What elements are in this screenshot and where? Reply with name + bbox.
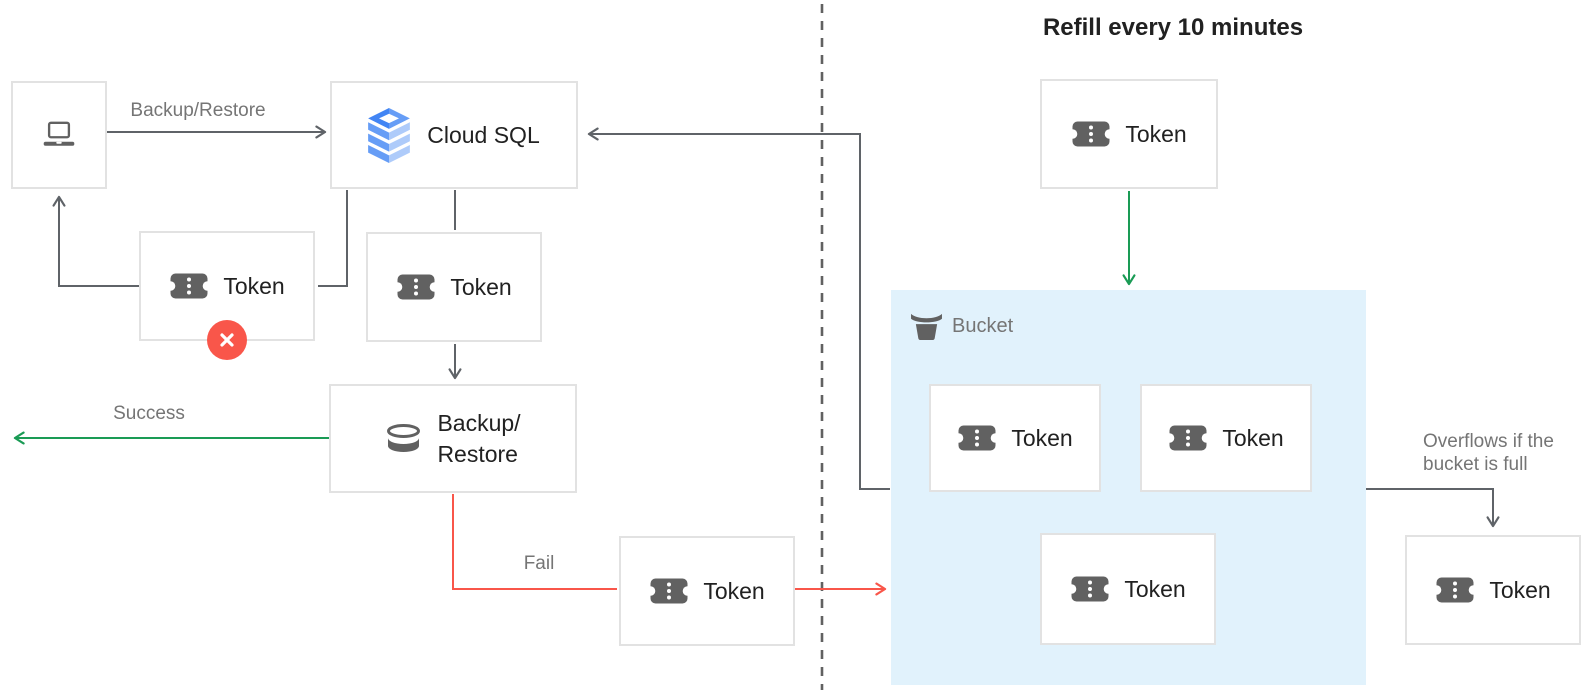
token-label: Token bbox=[1011, 424, 1073, 451]
bucket-icon bbox=[911, 313, 942, 341]
token-icon bbox=[396, 271, 436, 303]
token-label: Token bbox=[703, 577, 765, 604]
arrow-failed-token-to-client bbox=[52, 195, 139, 287]
token-icon bbox=[1168, 422, 1208, 454]
arrow-bucket-to-cloudsql bbox=[587, 127, 890, 490]
database-icon bbox=[387, 423, 421, 452]
token-box-bucket-3: Token bbox=[1040, 533, 1216, 645]
token-icon bbox=[169, 270, 209, 302]
token-box-fail-output: Token bbox=[619, 536, 795, 646]
error-badge bbox=[207, 320, 247, 360]
token-box-bucket-1: Token bbox=[929, 384, 1101, 492]
token-icon bbox=[957, 422, 997, 454]
success-label: Success bbox=[113, 403, 185, 424]
arrow-overflow bbox=[1366, 488, 1500, 528]
token-icon bbox=[1070, 573, 1110, 605]
token-label: Token bbox=[1489, 576, 1551, 603]
laptop-icon bbox=[43, 121, 75, 146]
token-box-overflow: Token bbox=[1405, 535, 1581, 645]
backup-restore-arrow-label: Backup/Restore bbox=[130, 100, 266, 121]
token-label: Token bbox=[1124, 575, 1186, 602]
token-box-refill: Token bbox=[1040, 79, 1218, 189]
token-icon bbox=[1435, 574, 1475, 606]
fail-label: Fail bbox=[523, 553, 555, 574]
token-icon bbox=[1071, 118, 1111, 150]
backup-restore-label: Backup/ Restore bbox=[437, 409, 521, 467]
token-label: Token bbox=[1222, 424, 1284, 451]
token-box-bucket-2: Token bbox=[1140, 384, 1312, 492]
token-label: Token bbox=[223, 272, 285, 299]
line-fail bbox=[452, 494, 617, 590]
client-node bbox=[11, 81, 107, 189]
line-cloudsql-to-failed-token bbox=[318, 190, 348, 287]
bucket-header: Bucket bbox=[910, 312, 1013, 341]
token-label: Token bbox=[1125, 120, 1187, 147]
backup-restore-node: Backup/ Restore bbox=[329, 384, 577, 493]
refill-title: Refill every 10 minutes bbox=[1042, 14, 1304, 41]
token-label: Token bbox=[450, 273, 512, 300]
token-icon bbox=[649, 575, 689, 607]
overflow-label: Overflows if the bucket is full bbox=[1423, 431, 1554, 475]
error-x-icon bbox=[220, 333, 234, 347]
cloud-sql-node: Cloud SQL bbox=[330, 81, 578, 189]
cloud-sql-icon bbox=[368, 107, 411, 163]
cloud-sql-label: Cloud SQL bbox=[427, 121, 540, 148]
bucket-label: Bucket bbox=[952, 315, 1014, 337]
token-box-request: Token bbox=[366, 232, 542, 342]
